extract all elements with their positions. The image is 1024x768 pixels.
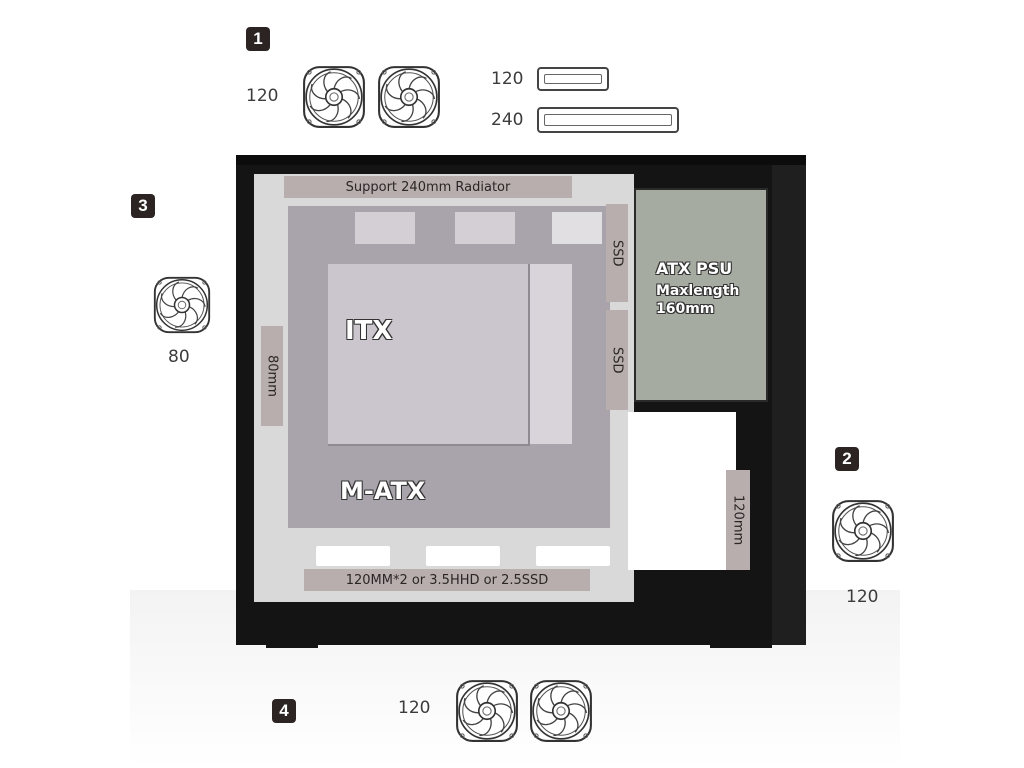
badge-3: 3 (131, 194, 155, 218)
front-80mm-mount: 80mm (261, 326, 283, 426)
badge-2: 2 (835, 447, 859, 471)
board-slot (552, 212, 602, 244)
drive-tray (426, 546, 500, 566)
fan-icon (152, 275, 212, 335)
itx-label: ITX (345, 316, 393, 346)
fan-icon (830, 498, 896, 564)
case-rear-panel (772, 165, 806, 645)
radiator-support-label: Support 240mm Radiator (284, 176, 572, 198)
drive-tray (316, 546, 390, 566)
case-top-rail (236, 155, 806, 165)
front-fan-size-label: 80 (168, 347, 190, 367)
rear-open-area (628, 412, 736, 570)
top-fan-size-label: 120 (246, 86, 279, 106)
drive-tray (536, 546, 610, 566)
fan-icon (528, 678, 594, 744)
fan-icon (376, 64, 442, 130)
radiator-icon (537, 107, 679, 133)
radiator-240-label: 240 (491, 110, 524, 130)
psu-area (634, 188, 768, 402)
ssd-mount-bottom: SSD (606, 310, 628, 410)
radiator-120-label: 120 (491, 69, 524, 89)
board-slot (455, 212, 515, 244)
rear-120mm-mount: 120mm (726, 470, 750, 570)
board-slot (530, 264, 572, 444)
rear-fan-size-label: 120 (846, 587, 879, 607)
badge-1: 1 (246, 27, 270, 51)
matx-label: M-ATX (340, 477, 426, 505)
psu-maxlength: Maxlength (656, 283, 740, 299)
psu-title: ATX PSU (656, 259, 733, 278)
bottom-fan-size-label: 120 (398, 698, 431, 718)
badge-4: 4 (272, 699, 296, 723)
bottom-mount-label: 120MM*2 or 3.5HHD or 2.5SSD (304, 569, 590, 591)
ssd-mount-top: SSD (606, 204, 628, 302)
fan-icon (454, 678, 520, 744)
board-slot (355, 212, 415, 244)
radiator-icon (537, 67, 609, 91)
itx-board (328, 264, 530, 446)
case-foot-left (266, 612, 318, 648)
fan-icon (301, 64, 367, 130)
case-foot-right (710, 612, 772, 648)
psu-length: 160mm (656, 301, 715, 317)
